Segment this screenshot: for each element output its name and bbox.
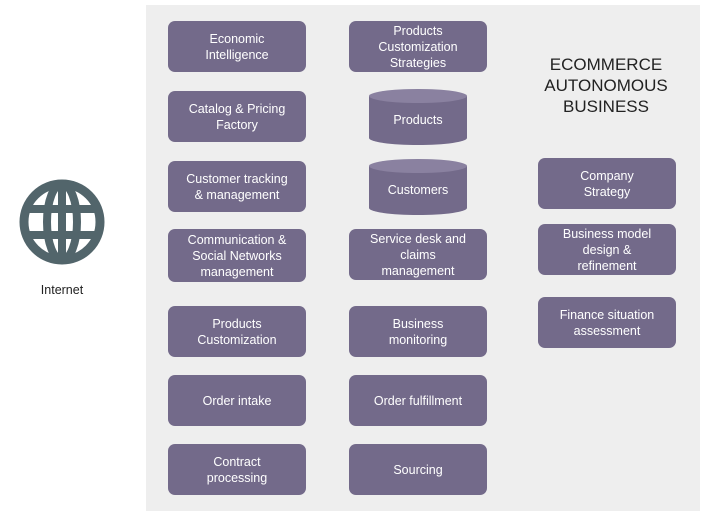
database-products: Products xyxy=(368,88,468,146)
diagram-title: ECOMMERCE AUTONOMOUS BUSINESS xyxy=(544,55,668,116)
box-order-fulfillment: Order fulfillment xyxy=(349,375,487,426)
box-service-desk-claims: Service desk and claims management xyxy=(349,229,487,280)
database-customers: Customers xyxy=(368,158,468,216)
box-products-customization: Products Customization xyxy=(168,306,306,357)
box-business-model-design: Business model design & refinement xyxy=(538,224,676,275)
box-catalog-pricing-factory: Catalog & Pricing Factory xyxy=(168,91,306,142)
box-finance-situation-assessment: Finance situation assessment xyxy=(538,297,676,348)
box-sourcing: Sourcing xyxy=(349,444,487,495)
box-contract-processing: Contract processing xyxy=(168,444,306,495)
database-customers-label: Customers xyxy=(387,183,449,197)
internet-label: Internet xyxy=(40,283,84,297)
database-products-label: Products xyxy=(393,113,443,127)
globe-icon xyxy=(16,176,108,273)
box-customer-tracking: Customer tracking & management xyxy=(168,161,306,212)
box-economic-intelligence: Economic Intelligence xyxy=(168,21,306,72)
box-communication-social-networks: Communication & Social Networks manageme… xyxy=(168,229,306,282)
box-products-customization-strategies: Products Customization Strategies xyxy=(349,21,487,72)
box-order-intake: Order intake xyxy=(168,375,306,426)
box-business-monitoring: Business monitoring xyxy=(349,306,487,357)
box-company-strategy: Company Strategy xyxy=(538,158,676,209)
